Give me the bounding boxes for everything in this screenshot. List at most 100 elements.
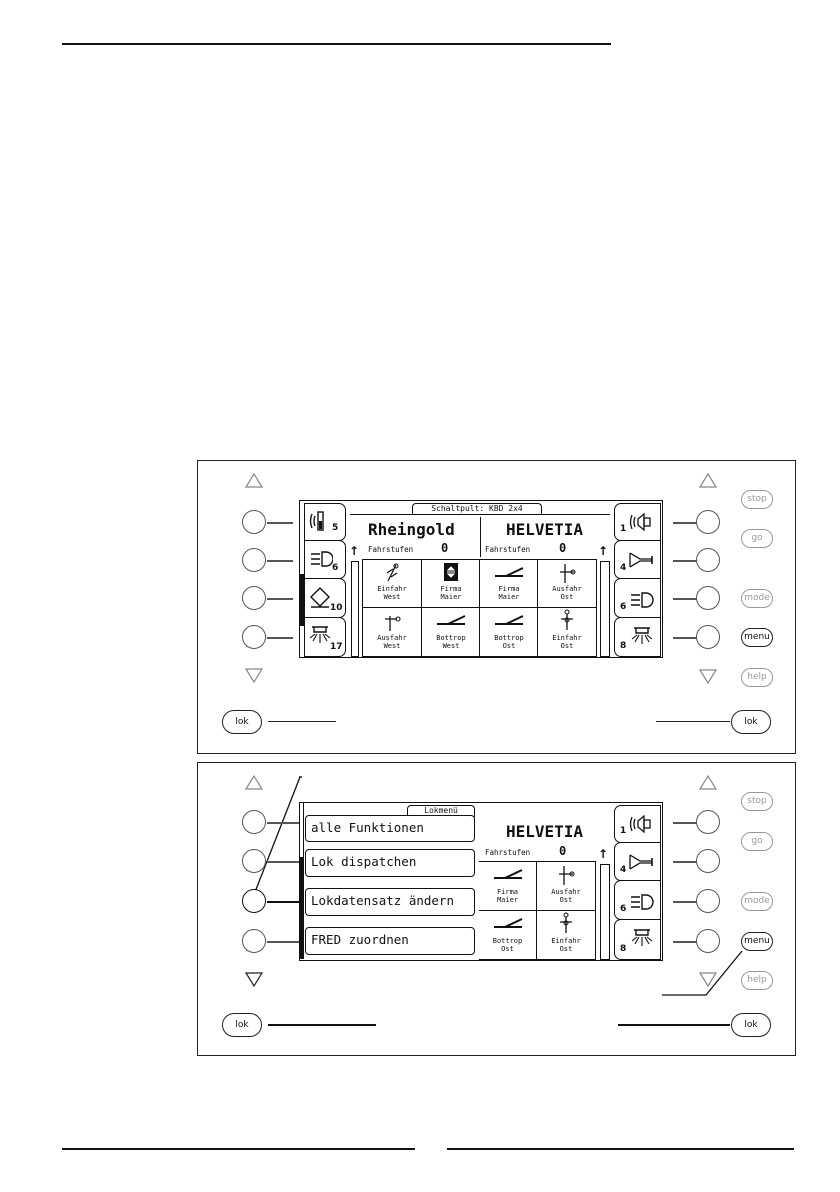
- menu-button[interactable]: menu: [741, 628, 773, 647]
- left-function-button-4[interactable]: [242, 929, 266, 953]
- stop-button[interactable]: stop: [741, 792, 773, 811]
- menu-item-lok-dispatchen[interactable]: Lok dispatchen: [305, 849, 475, 877]
- left-function-button-2[interactable]: [242, 849, 266, 873]
- right-function-cell-1[interactable]: 1: [614, 805, 661, 843]
- scroll-up-triangle[interactable]: [245, 473, 263, 488]
- display-screen: Lokmenü alle Funktionen Lok dispatchen L…: [299, 802, 663, 961]
- menu-button[interactable]: menu: [741, 932, 773, 951]
- turnout-icon: [495, 567, 524, 577]
- light-signal-icon: [560, 564, 576, 583]
- mode-button[interactable]: mode: [741, 892, 773, 911]
- function-number: 1: [620, 524, 627, 534]
- right-function-button-2[interactable]: [696, 548, 720, 572]
- menu-item-alle-funktionen[interactable]: alle Funktionen: [305, 815, 475, 842]
- scroll-down-triangle[interactable]: [245, 972, 263, 987]
- connector-line: [267, 637, 293, 639]
- scroll-up-triangle[interactable]: [245, 775, 263, 790]
- loco-name-right: HELVETIA: [506, 822, 584, 841]
- menu-column-line: [303, 803, 304, 857]
- right-scrollbar[interactable]: [600, 561, 610, 657]
- left-scrollbar[interactable]: [351, 561, 359, 657]
- right-function-button-3[interactable]: [696, 586, 720, 610]
- left-function-cell-4[interactable]: 17: [304, 617, 346, 657]
- connector-line: [267, 822, 299, 824]
- connector-line: [267, 522, 293, 524]
- right-function-cell-3[interactable]: 6: [614, 578, 661, 618]
- signal-horn-icon: [309, 511, 324, 531]
- left-function-button-1[interactable]: [242, 810, 266, 834]
- right-function-button-1[interactable]: [696, 510, 720, 534]
- right-function-cell-2[interactable]: 4: [614, 842, 661, 881]
- cab-light-icon: [309, 626, 331, 643]
- coupler-icon: [310, 587, 330, 608]
- left-function-button-4[interactable]: [242, 625, 266, 649]
- left-function-button-3[interactable]: [242, 586, 266, 610]
- connector-line: [268, 721, 336, 722]
- right-function-cell-1[interactable]: 1: [614, 503, 661, 541]
- left-function-button-3[interactable]: [242, 889, 266, 913]
- left-function-cell-2[interactable]: 6: [304, 540, 346, 579]
- right-scroll-up-triangle[interactable]: [699, 473, 717, 488]
- right-function-cell-4[interactable]: 8: [614, 919, 661, 960]
- help-button[interactable]: help: [741, 971, 773, 990]
- right-function-button-3[interactable]: [696, 889, 720, 913]
- right-function-button-2[interactable]: [696, 849, 720, 873]
- right-scroll-arrow: ↑: [598, 544, 609, 558]
- speaker-icon: [629, 814, 651, 834]
- left-function-button-1[interactable]: [242, 510, 266, 534]
- right-scrollbar[interactable]: [600, 864, 610, 960]
- lok-button-right[interactable]: lok: [731, 1013, 771, 1037]
- cab-light-icon: [631, 929, 653, 946]
- function-number: 6: [620, 602, 627, 612]
- lok-button-left[interactable]: lok: [222, 710, 262, 734]
- left-function-cell-3[interactable]: 10: [304, 578, 346, 618]
- left-function-cell-1[interactable]: 5: [304, 503, 346, 541]
- function-number: 5: [332, 523, 339, 533]
- right-scroll-up-triangle[interactable]: [699, 775, 717, 790]
- speed-value-right: 0: [559, 844, 567, 858]
- barrier-icon: [444, 563, 458, 581]
- right-function-button-1[interactable]: [696, 810, 720, 834]
- turnout-icon: [494, 869, 523, 879]
- lok-button-left[interactable]: lok: [222, 1013, 262, 1037]
- connector-line: [267, 598, 293, 600]
- right-function-button-4[interactable]: [696, 625, 720, 649]
- lok-button-right[interactable]: lok: [731, 710, 771, 734]
- connector-line: [267, 560, 293, 562]
- right-function-cell-3[interactable]: 6: [614, 880, 661, 920]
- left-function-button-2[interactable]: [242, 548, 266, 572]
- display-screen: Schaltpult: KBD 2x4 5 6 10 17 ↑ Rheingol…: [299, 500, 663, 658]
- help-button[interactable]: help: [741, 668, 773, 687]
- right-scroll-down-triangle[interactable]: [699, 972, 717, 987]
- go-button[interactable]: go: [741, 529, 773, 548]
- menu-item-fred-zuordnen[interactable]: FRED zuordnen: [305, 927, 475, 955]
- menu-item-lokdatensatz-aendern[interactable]: Lokdatensatz ändern: [305, 888, 475, 916]
- right-scroll-down-triangle[interactable]: [699, 669, 717, 684]
- right-function-cell-2[interactable]: 4: [614, 540, 661, 579]
- stop-button[interactable]: stop: [741, 490, 773, 509]
- go-button[interactable]: go: [741, 832, 773, 851]
- connector-line: [673, 598, 697, 600]
- mode-button[interactable]: mode: [741, 589, 773, 608]
- horn-icon: [629, 552, 653, 568]
- connector-line: [673, 941, 697, 943]
- cab-light-icon: [631, 627, 653, 644]
- right-function-cell-4[interactable]: 8: [614, 617, 661, 657]
- right-function-button-4[interactable]: [696, 929, 720, 953]
